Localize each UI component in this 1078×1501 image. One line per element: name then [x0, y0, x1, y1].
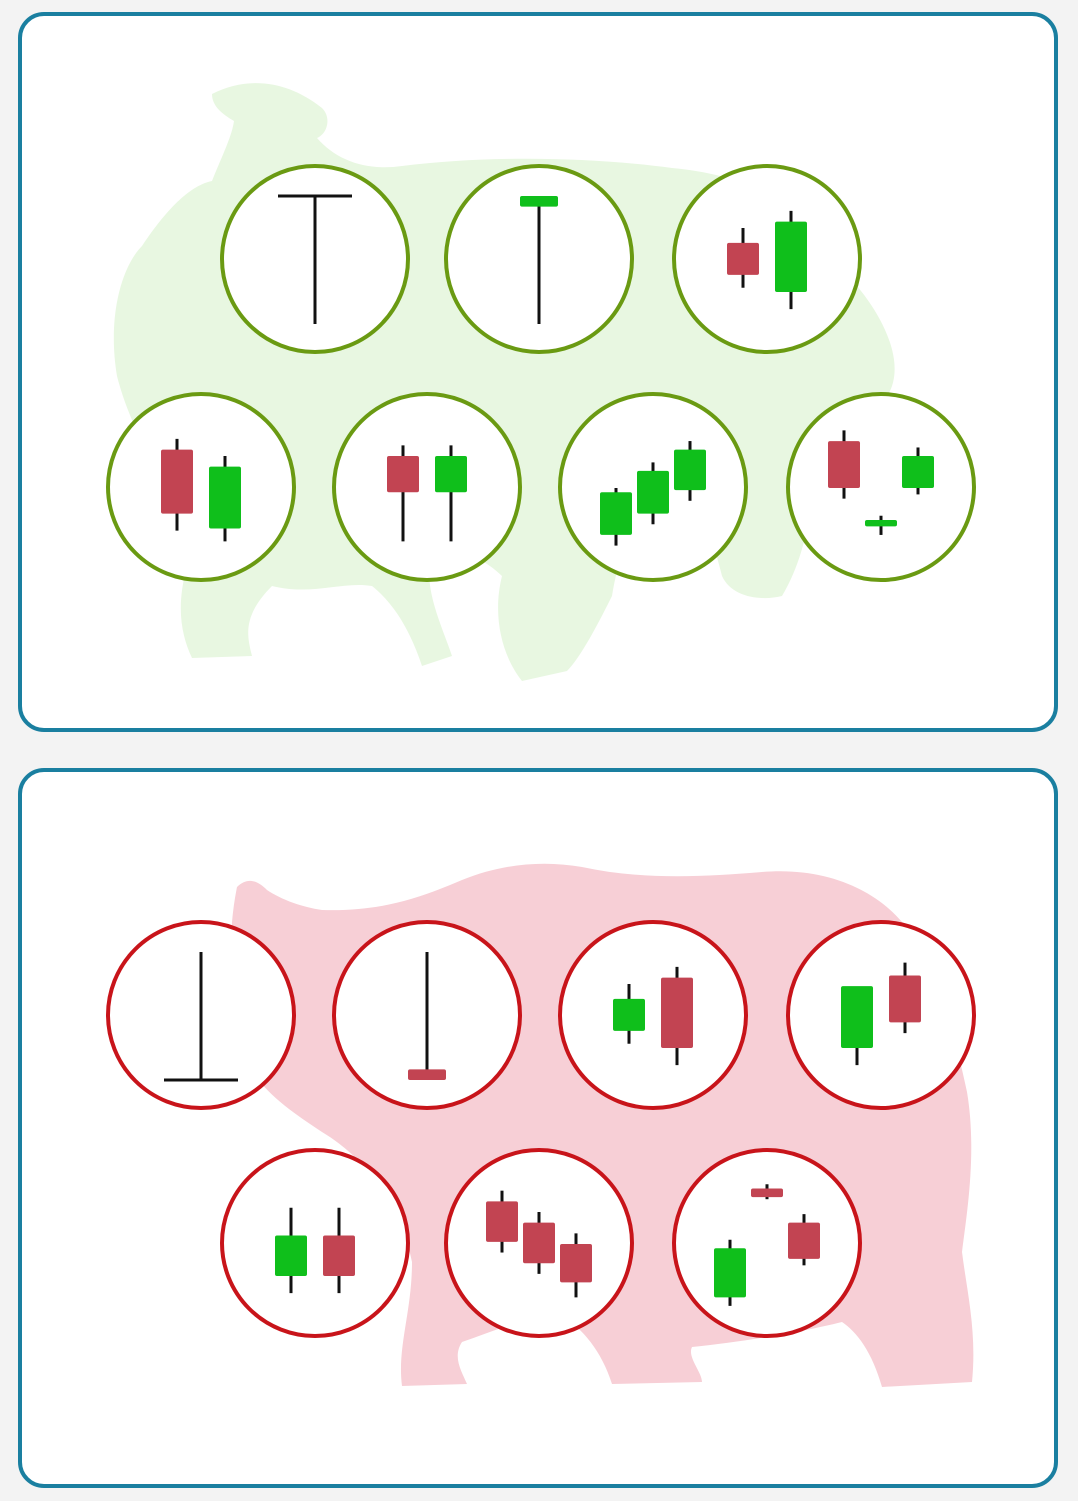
pattern-dragonfly-doji: [220, 164, 410, 354]
candle-2-body-down: [523, 1222, 555, 1264]
pattern-tweezer-top: [220, 1148, 410, 1338]
pattern-three-white-soldiers: [558, 392, 748, 582]
pattern-three-black-crows: [444, 1148, 634, 1338]
three-white-soldiers-icon: [600, 441, 706, 546]
pattern-evening-star: [672, 1148, 862, 1338]
gravestone-doji-icon: [164, 952, 238, 1082]
bearish-harami-icon: [841, 962, 921, 1066]
candle-2-body-up: [209, 466, 241, 529]
candle-1-body-down: [408, 1069, 446, 1080]
candle-2-body-down: [661, 977, 693, 1048]
candle-2-body-up: [775, 221, 807, 292]
hanging-bullish-icon: [520, 196, 558, 324]
candle-1-body-down: [387, 456, 419, 493]
candle-1-body-up: [275, 1235, 307, 1276]
pattern-morning-star: [786, 392, 976, 582]
tweezer-top-icon: [275, 1207, 355, 1294]
candle-2-body-up: [865, 520, 897, 527]
bearish-patterns-panel: [18, 768, 1058, 1488]
bullish-patterns-panel: [18, 12, 1058, 732]
pattern-hanging-bullish: [444, 164, 634, 354]
candle-1-body-up: [613, 998, 645, 1031]
candle-3-body-down: [560, 1244, 592, 1283]
evening-star-icon: [714, 1184, 820, 1306]
tweezer-bottom-icon: [387, 445, 467, 542]
candle-3-body-up: [674, 449, 706, 491]
candle-1-body-up: [600, 492, 632, 535]
pattern-bullish-harami: [106, 392, 296, 582]
pattern-bearish-engulfing: [558, 920, 748, 1110]
candle-1-body-up: [520, 196, 558, 207]
candle-1-body-down: [727, 242, 759, 275]
bullish-harami-icon: [161, 438, 241, 542]
candle-1-body-up: [841, 986, 873, 1048]
candle-1-body-up: [714, 1248, 746, 1298]
candle-2-body-down: [889, 975, 921, 1023]
morning-star-icon: [828, 430, 934, 535]
candle-3-body-up: [902, 456, 934, 488]
three-black-crows-icon: [486, 1190, 592, 1298]
bear-silhouette-icon: [230, 863, 974, 1387]
pattern-bearish-harami: [786, 920, 976, 1110]
candle-3-body-down: [788, 1222, 820, 1259]
bullish-engulfing-icon: [727, 210, 807, 310]
candle-2-body-up: [637, 470, 669, 514]
candle-1-body-down: [161, 449, 193, 514]
pattern-bullish-engulfing: [672, 164, 862, 354]
candle-1-body-down: [486, 1201, 518, 1242]
candle-2-body-down: [323, 1235, 355, 1276]
bearish-engulfing-icon: [613, 966, 693, 1066]
pattern-shooting-star-bearish: [332, 920, 522, 1110]
candle-2-body-up: [435, 456, 467, 493]
pattern-gravestone-doji: [106, 920, 296, 1110]
candle-2-body-down: [751, 1188, 783, 1198]
candle-1-body-down: [828, 441, 860, 488]
pattern-tweezer-bottom: [332, 392, 522, 582]
dragonfly-doji-icon: [278, 194, 352, 324]
bull-silhouette-icon: [113, 83, 895, 682]
shooting-star-bearish-icon: [408, 952, 446, 1080]
